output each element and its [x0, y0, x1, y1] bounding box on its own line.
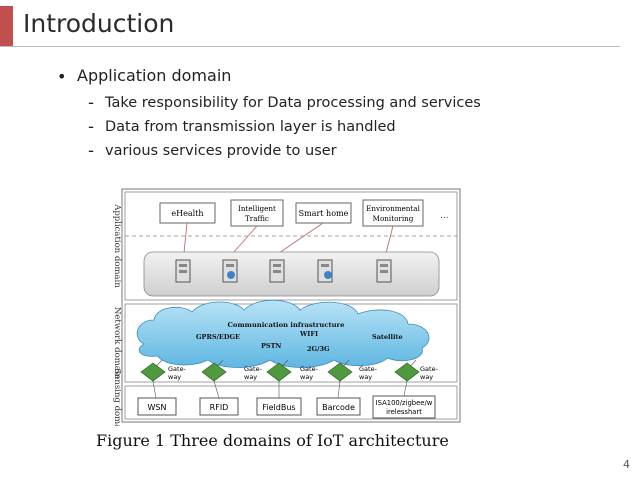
network-satellite: Satellite: [372, 333, 403, 341]
device-box-wsn: WSN: [137, 397, 177, 416]
figure-caption: Figure 1 Three domains of IoT architectu…: [96, 431, 449, 450]
sensing-domain-label: Sensing domain: [112, 369, 122, 426]
svg-text:Gate-: Gate-: [420, 365, 439, 373]
svg-text:Gate-: Gate-: [300, 365, 319, 373]
app-box-intelligent-traffic: Intelligent Traffic: [230, 199, 284, 227]
app-box-smart-home: Smart home: [295, 202, 352, 224]
bullet-dot-icon: •: [57, 67, 67, 86]
device-box-rfid: RFID: [199, 397, 239, 416]
svg-text:Gate-: Gate-: [168, 365, 187, 373]
app-box-ehealth: eHealth: [159, 202, 216, 224]
svg-text:way: way: [244, 373, 257, 381]
title-accent-bar: [0, 6, 13, 46]
svg-text:Gate-: Gate-: [244, 365, 263, 373]
gateway-icon: Gate- way: [266, 359, 319, 382]
svg-text:Smart home: Smart home: [299, 209, 349, 218]
device-box-isa100: ISA100/zigbee/w irelesshart: [372, 395, 436, 419]
server-icon: [175, 259, 191, 283]
iot-architecture-figure: Application domain Network domain Sensin…: [112, 188, 461, 426]
svg-text:ISA100/zigbee/w: ISA100/zigbee/w: [376, 399, 433, 407]
svg-text:Gate-: Gate-: [359, 365, 378, 373]
svg-text:way: way: [420, 373, 433, 381]
subitem-text: Take responsibility for Data processing …: [105, 95, 481, 111]
svg-text:irelesshart: irelesshart: [386, 408, 422, 416]
network-gprs: GPRS/EDGE: [196, 333, 240, 341]
network-domain-label: Network domain: [112, 307, 122, 380]
application-band: [124, 191, 458, 301]
svg-text:Intelligent: Intelligent: [238, 204, 276, 213]
server-panel: [143, 251, 440, 297]
dash-icon: -: [88, 117, 95, 137]
more-apps-ellipsis: ...: [440, 211, 449, 221]
cloud-title: Communication infrastructure: [228, 321, 346, 329]
server-icon: [269, 259, 285, 283]
svg-text:Barcode: Barcode: [322, 403, 355, 412]
dash-icon: -: [88, 93, 95, 113]
svg-text:Environmental: Environmental: [366, 204, 420, 213]
svg-text:way: way: [300, 373, 313, 381]
subitem-text: various services provide to user: [105, 143, 337, 159]
application-domain-label: Application domain: [112, 203, 122, 288]
server-icon: [317, 259, 333, 283]
device-box-fieldbus: FieldBus: [256, 397, 302, 416]
svg-text:WSN: WSN: [148, 403, 167, 412]
network-pstn: PSTN: [261, 342, 281, 350]
svg-text:Monitoring: Monitoring: [373, 214, 414, 223]
dash-icon: -: [88, 141, 95, 161]
server-icon: [376, 259, 392, 283]
svg-text:way: way: [168, 373, 181, 381]
slide-title: Introduction: [23, 9, 175, 38]
bullet-text: Application domain: [77, 66, 232, 85]
network-wifi: WIFI: [299, 330, 318, 338]
svg-text:way: way: [359, 373, 372, 381]
subitem-text: Data from transmission layer is handled: [105, 119, 396, 135]
title-divider: [0, 46, 620, 47]
sensing-band: [124, 385, 458, 420]
gateway-icon: Gate- way: [327, 359, 378, 382]
svg-text:Traffic: Traffic: [245, 214, 269, 223]
network-2g3g: 2G/3G: [307, 345, 330, 353]
svg-text:FieldBus: FieldBus: [262, 403, 295, 412]
gateway-icon: Gate- way: [394, 359, 439, 382]
svg-text:eHealth: eHealth: [171, 209, 203, 218]
server-icon: [222, 259, 238, 283]
svg-text:RFID: RFID: [210, 403, 229, 412]
gateway-icon: Gate- way: [140, 359, 187, 382]
gateway-icon: Gate- way: [201, 359, 263, 382]
device-box-barcode: Barcode: [316, 397, 361, 416]
page-number: 4: [623, 458, 630, 471]
app-box-environmental-monitoring: Environmental Monitoring: [362, 199, 424, 227]
